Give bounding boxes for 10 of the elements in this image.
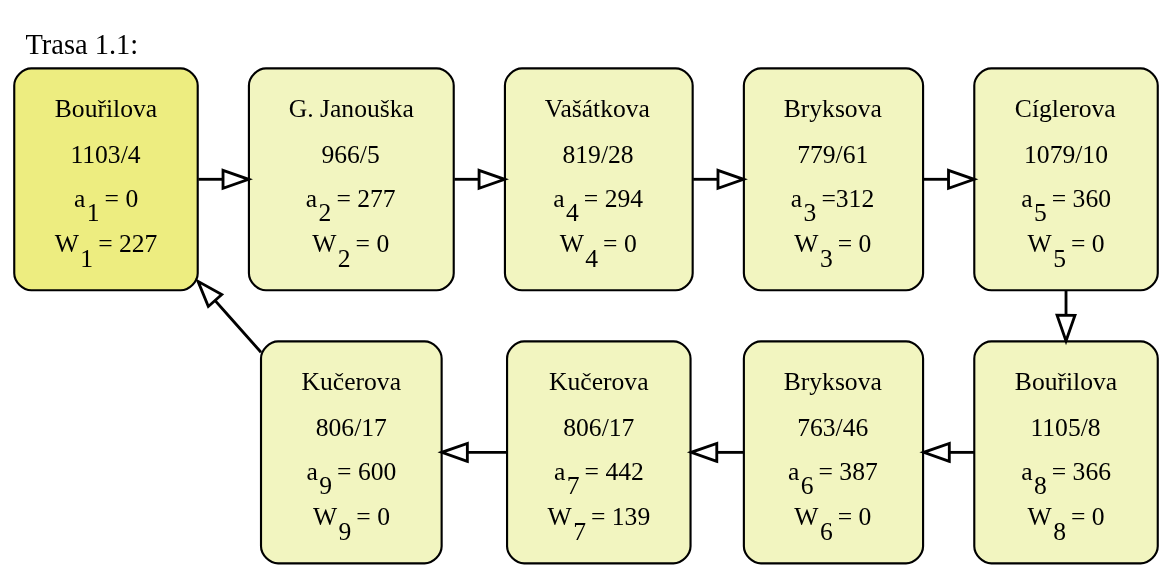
arrow [454,167,509,190]
arrow [1055,289,1077,345]
arrow [693,167,748,190]
arrow [195,277,263,353]
arrow [686,440,744,463]
diagram-title: Trasa 1.1: [25,28,139,60]
arrow [198,167,253,190]
arrow [923,167,979,190]
arrow [437,440,507,463]
arrow [919,440,975,463]
